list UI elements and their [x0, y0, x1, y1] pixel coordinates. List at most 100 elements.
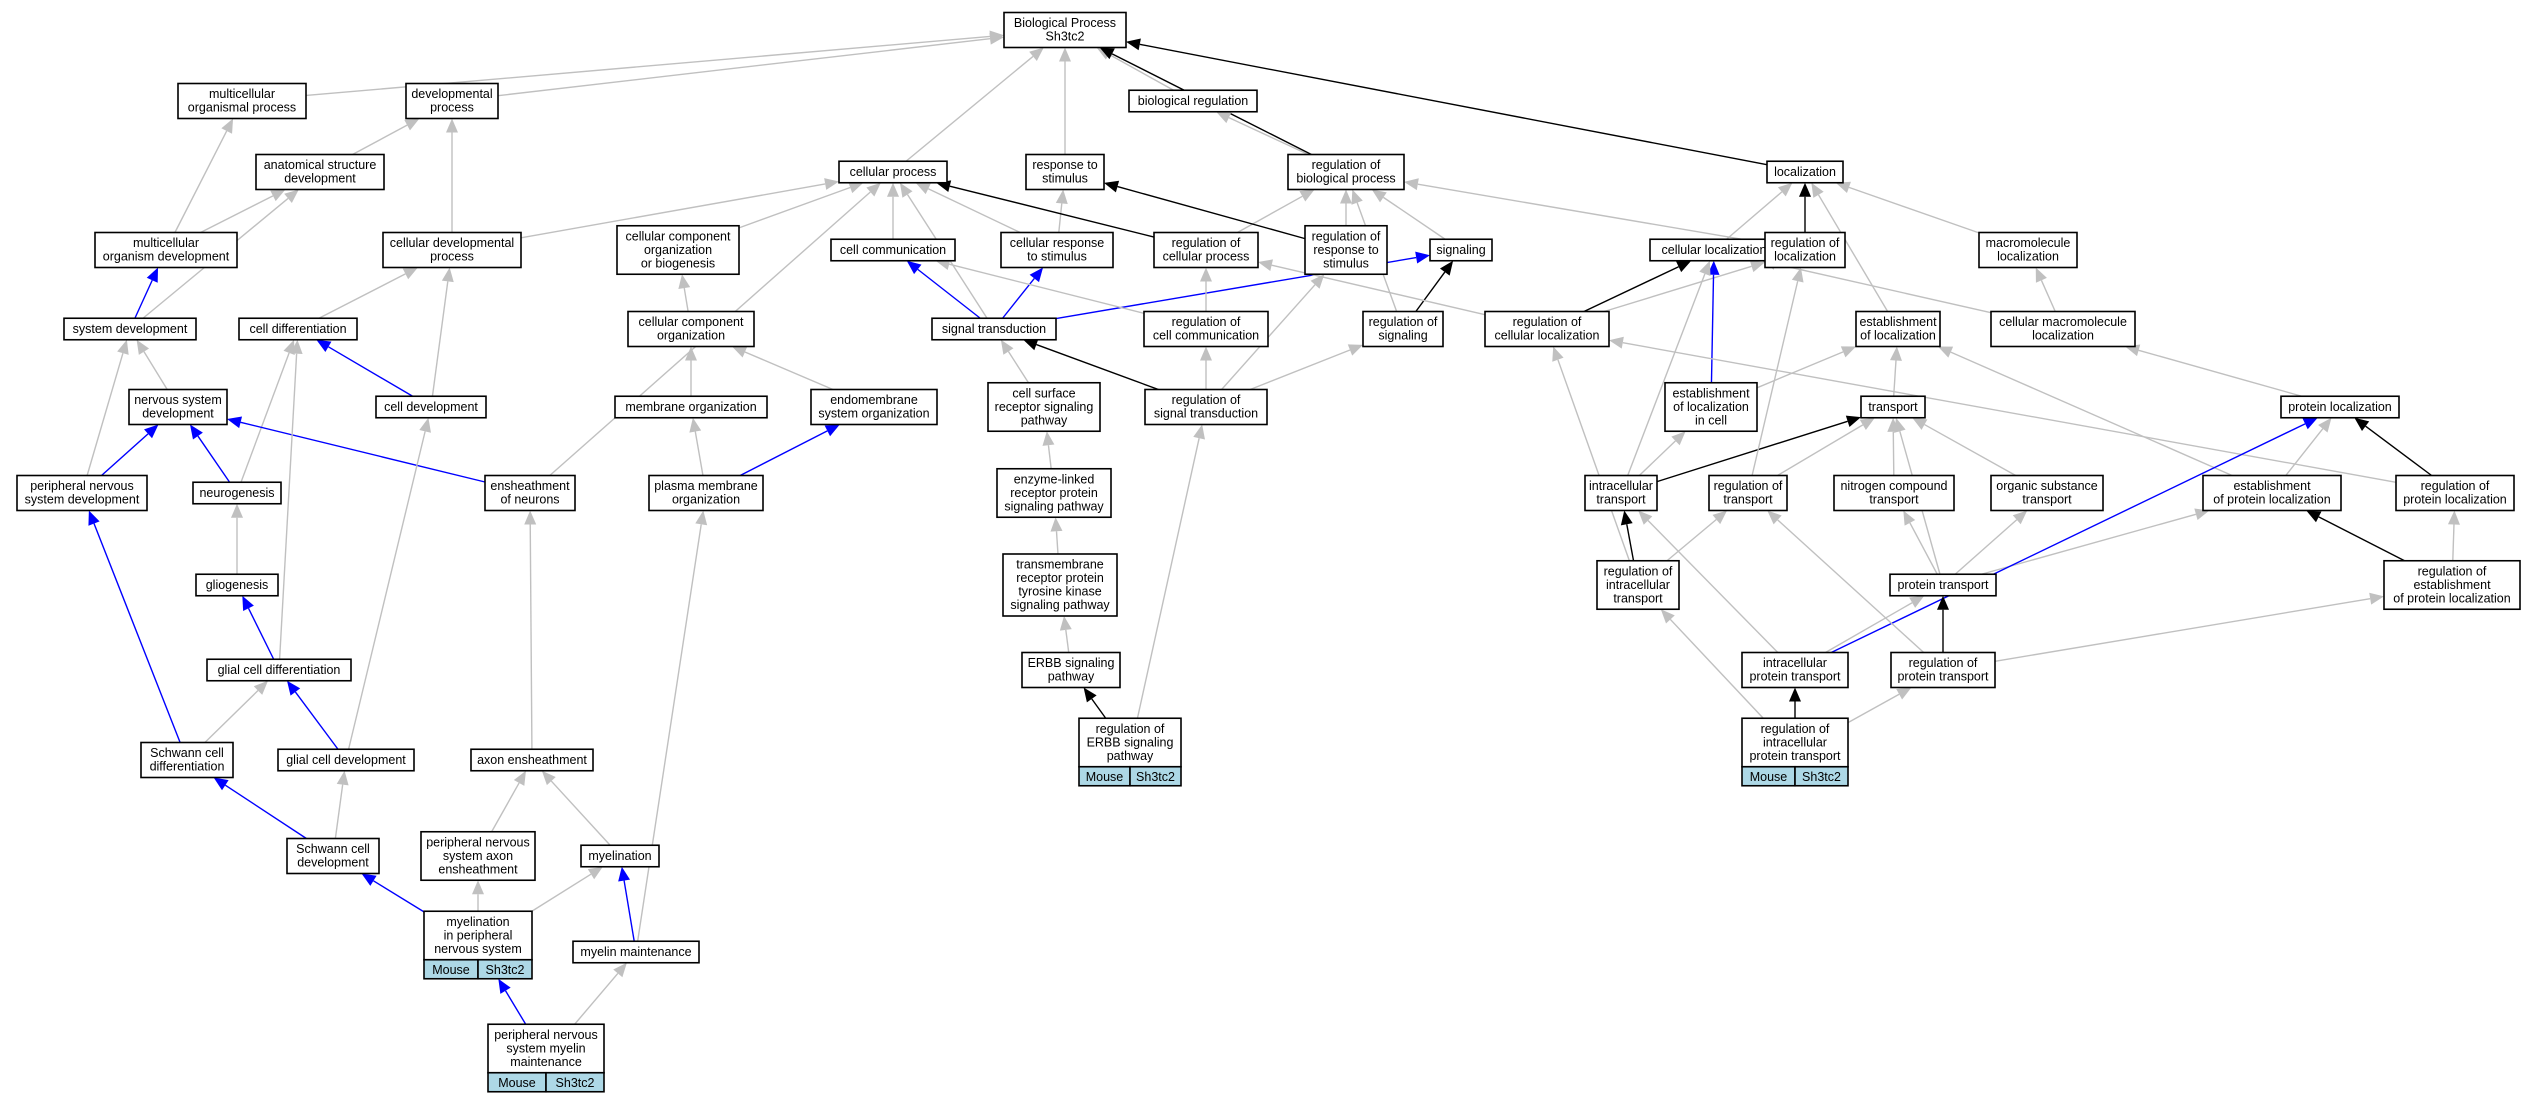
is-a-edge: [200, 195, 274, 234]
go-term-cellproc[interactable]: cellular process: [838, 160, 948, 184]
node-box: [195, 573, 279, 597]
go-term-neurogen[interactable]: neurogenesis: [192, 481, 282, 505]
arrowhead: [824, 178, 839, 190]
arrowhead: [1055, 189, 1068, 205]
is-a-edge: [574, 972, 619, 1025]
node-label-line: localization: [2032, 329, 2094, 343]
node-label-line: signaling pathway: [1010, 598, 1110, 612]
node-label-line: ensheathment: [490, 479, 570, 493]
go-term-cellloc[interactable]: cellular localization: [1649, 238, 1779, 262]
go-term-prottrans[interactable]: protein transport: [1889, 573, 1997, 597]
node-label-line: transport: [1723, 493, 1773, 507]
go-term-sigtrans[interactable]: signal transduction: [931, 317, 1057, 341]
go-term-bioreg[interactable]: biological regulation: [1128, 89, 1258, 113]
node-label-line: transport: [1596, 493, 1646, 507]
node-box: [1078, 717, 1182, 768]
arrowhead: [446, 118, 458, 133]
node-label-line: regulation of: [2421, 479, 2490, 493]
go-term-gcdev[interactable]: glial cell development: [277, 748, 415, 772]
go-term-mm[interactable]: myelin maintenance: [572, 940, 700, 964]
node-label-line: axon ensheathment: [477, 753, 587, 767]
node-label-line: receptor signaling: [995, 400, 1094, 414]
node-box: [648, 474, 764, 512]
node-box: [1764, 231, 1846, 269]
arrowhead: [88, 510, 100, 526]
go-term-celldiff[interactable]: cell differentiation: [238, 317, 358, 341]
go-term-memorg[interactable]: membrane organization: [614, 395, 768, 419]
go-term-protloc[interactable]: protein localization: [2280, 395, 2400, 419]
node-label-line: Biological Process: [1014, 16, 1116, 30]
go-term-transport[interactable]: transport: [1860, 395, 1926, 419]
go-term-myelination[interactable]: myelination: [580, 844, 660, 868]
node-box: [580, 844, 660, 868]
node-label-line: establishment: [1672, 386, 1750, 400]
go-term-celldev[interactable]: cell development: [375, 395, 487, 419]
is-a-edge: [1756, 351, 1844, 389]
arrowhead: [1937, 346, 1954, 358]
go-term-axonens[interactable]: axon ensheathment: [470, 748, 594, 772]
go-term-gcd[interactable]: glial cell differentiation: [206, 658, 352, 682]
is-a-edge: [2452, 524, 2455, 561]
go-term-gliogen[interactable]: gliogenesis: [195, 573, 279, 597]
node-label-line: regulation of: [1096, 722, 1165, 736]
go-term-sysdev[interactable]: system development: [63, 317, 197, 341]
arrowhead: [284, 189, 299, 204]
is-a-edge: [1091, 698, 1107, 719]
node-box: [931, 317, 1057, 341]
arrowhead: [1777, 182, 1793, 197]
go-term-signaling[interactable]: signaling: [1429, 238, 1493, 262]
go-term-cellcomm[interactable]: cell communication: [830, 238, 956, 262]
arrowhead: [441, 267, 454, 283]
go-term-loc[interactable]: localization: [1766, 160, 1844, 184]
arrowhead: [404, 118, 420, 131]
